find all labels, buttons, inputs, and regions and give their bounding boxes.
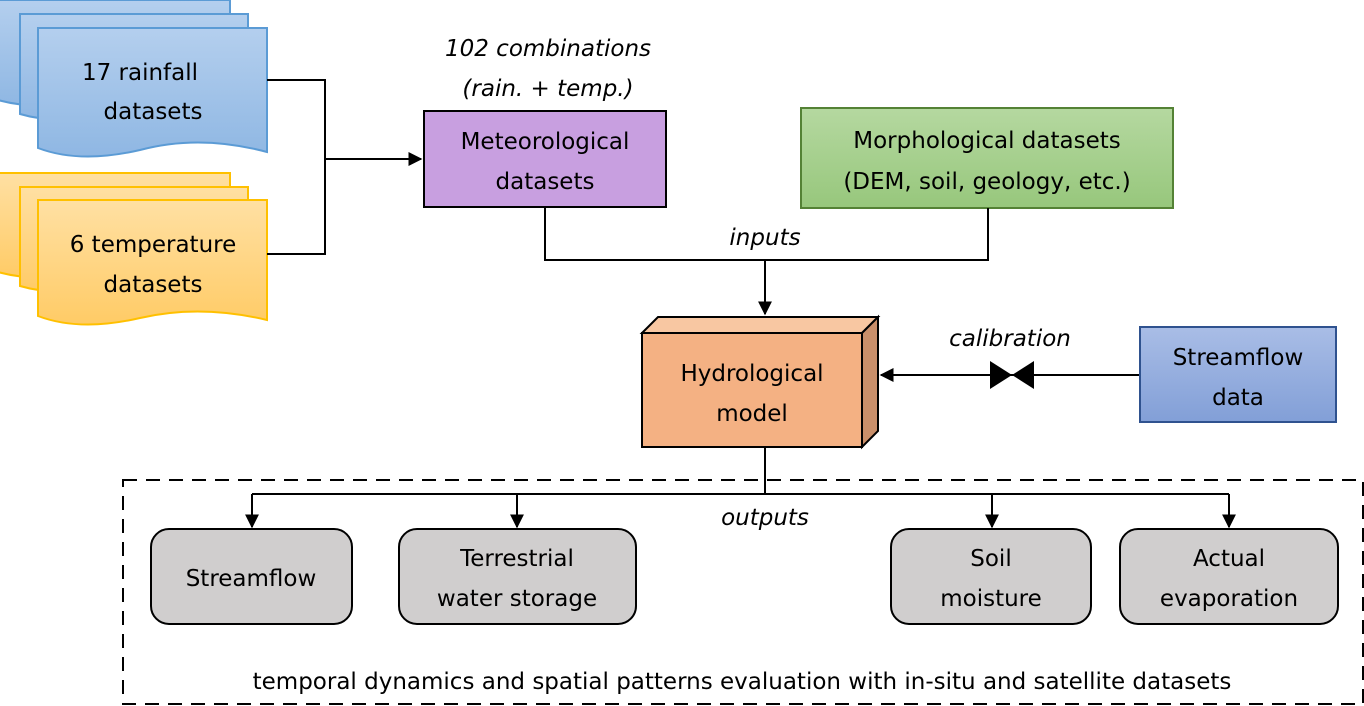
streamflow-data-label-line2: data bbox=[1212, 385, 1264, 411]
morphological-datasets-box: Morphological datasets (DEM, soil, geolo… bbox=[800, 107, 1174, 209]
model-label-line1: Hydrological bbox=[680, 361, 823, 387]
inputs-connector bbox=[544, 207, 989, 316]
output-actual-evaporation-box: Actual evaporation bbox=[1119, 528, 1339, 625]
model-label-line2: model bbox=[716, 401, 788, 427]
morphological-label-line2: (DEM, soil, geology, etc.) bbox=[843, 169, 1130, 195]
output-tws-label-line2: water storage bbox=[437, 586, 597, 612]
combinations-note-line2: (rain. + temp.) bbox=[462, 76, 633, 102]
output-soil-moisture-label-line1: Soil bbox=[970, 546, 1011, 572]
output-evaporation-label-line2: evaporation bbox=[1160, 586, 1298, 612]
calibration-connector bbox=[879, 361, 1140, 389]
output-streamflow-box: Streamflow bbox=[150, 528, 353, 625]
morphological-label-line1: Morphological datasets bbox=[853, 128, 1120, 154]
output-tws-label-line1: Terrestrial bbox=[459, 546, 574, 572]
input-merge-connector bbox=[267, 79, 423, 255]
meteorological-label-line1: Meteorological bbox=[461, 129, 630, 155]
calibration-label: calibration bbox=[949, 326, 1071, 352]
streamflow-data-label-line1: Streamflow bbox=[1173, 345, 1304, 371]
inputs-label: inputs bbox=[729, 225, 800, 251]
rainfall-label-line1: 17 rainfall bbox=[82, 60, 198, 86]
combinations-note-line1: 102 combinations bbox=[445, 36, 651, 62]
temperature-label-line1: 6 temperature bbox=[70, 232, 237, 258]
hydrological-model-box: Hydrological model bbox=[639, 314, 881, 450]
evaluation-region bbox=[122, 479, 1364, 705]
outputs-connector bbox=[245, 447, 1236, 529]
output-soil-moisture-label-line2: moisture bbox=[940, 586, 1042, 612]
evaluation-caption: temporal dynamics and spatial patterns e… bbox=[253, 669, 1232, 695]
streamflow-data-box: Streamflow data bbox=[1139, 326, 1337, 423]
output-evaporation-label-line1: Actual bbox=[1193, 546, 1265, 572]
temperature-label-line2: datasets bbox=[104, 272, 203, 298]
output-terrestrial-water-storage-box: Terrestrial water storage bbox=[398, 528, 637, 625]
output-streamflow-label: Streamflow bbox=[186, 566, 317, 592]
bowtie-valve-icon bbox=[990, 361, 1012, 389]
temperature-datasets-stack: 6 temperature datasets bbox=[0, 172, 268, 326]
meteorological-datasets-box: Meteorological datasets bbox=[423, 110, 667, 208]
meteorological-label-line2: datasets bbox=[496, 169, 595, 195]
output-soil-moisture-box: Soil moisture bbox=[890, 528, 1092, 625]
rainfall-datasets-stack: 17 rainfall datasets bbox=[0, 0, 268, 158]
rainfall-label-line2: datasets bbox=[104, 99, 203, 125]
outputs-label: outputs bbox=[721, 505, 809, 531]
